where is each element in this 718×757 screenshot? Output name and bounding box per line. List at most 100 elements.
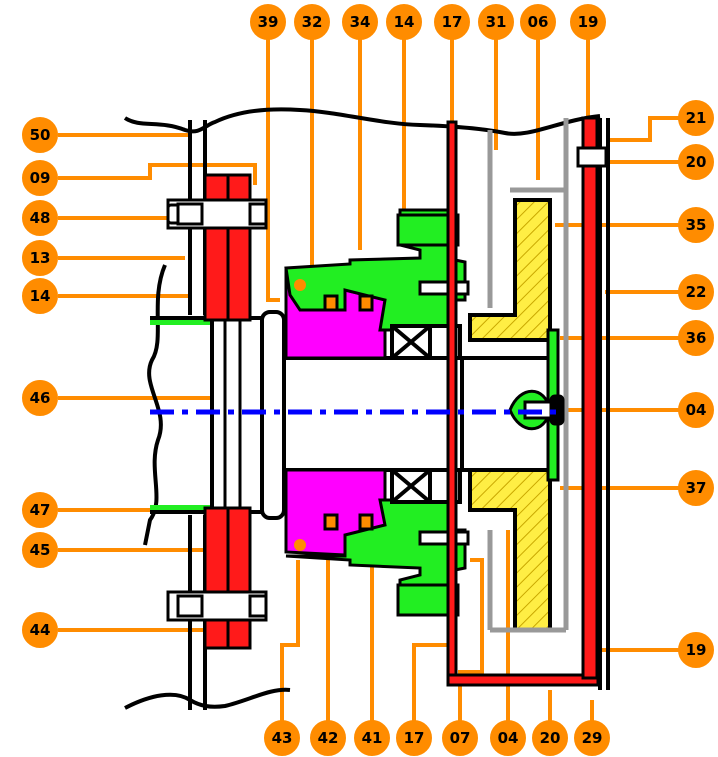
callout-label: 06 — [528, 13, 549, 31]
callout-bubble — [294, 4, 330, 40]
callout-bubble — [310, 720, 346, 756]
callout-bubble — [678, 632, 714, 668]
callout-right-19: 19 — [678, 632, 714, 668]
callout-label: 44 — [30, 621, 51, 639]
callout-right-04: 04 — [678, 392, 714, 428]
pump-casing — [446, 116, 610, 690]
callout-right-36: 36 — [678, 320, 714, 356]
callout-label: 19 — [578, 13, 599, 31]
callout-label: 14 — [394, 13, 415, 31]
callout-top-34: 34 — [342, 4, 378, 40]
callout-bubble — [264, 720, 300, 756]
callout-label: 04 — [686, 401, 707, 419]
callout-bubble — [678, 392, 714, 428]
callout-label: 29 — [582, 729, 603, 747]
callout-top-14: 14 — [386, 4, 422, 40]
callout-bubble — [386, 4, 422, 40]
callout-label: 17 — [442, 13, 463, 31]
callout-bubble — [22, 380, 58, 416]
callout-bubble — [478, 4, 514, 40]
callout-label: 13 — [30, 249, 51, 267]
callout-bubble — [678, 470, 714, 506]
callout-bubble — [678, 274, 714, 310]
callout-label: 17 — [404, 729, 425, 747]
callout-bubble — [250, 4, 286, 40]
callout-label: 41 — [362, 729, 383, 747]
callout-right-20: 20 — [678, 144, 714, 180]
callout-bottom-07: 07 — [442, 720, 478, 756]
callout-left-09: 09 — [22, 160, 58, 196]
callout-top-32: 32 — [294, 4, 330, 40]
callout-left-45: 45 — [22, 532, 58, 568]
callout-top-19: 19 — [570, 4, 606, 40]
callout-label: 36 — [686, 329, 707, 347]
callout-label: 21 — [686, 109, 707, 127]
callout-bottom-43: 43 — [264, 720, 300, 756]
callout-label: 48 — [30, 209, 51, 227]
callout-left-47: 47 — [22, 492, 58, 528]
callout-bubble — [22, 532, 58, 568]
callout-right-21: 21 — [678, 100, 714, 136]
callout-label: 31 — [486, 13, 507, 31]
callout-bubble — [434, 4, 470, 40]
callout-bubble — [22, 160, 58, 196]
callout-bubble — [22, 200, 58, 236]
callout-left-44: 44 — [22, 612, 58, 648]
callout-right-35: 35 — [678, 207, 714, 243]
callout-bubble — [570, 4, 606, 40]
callout-label: 32 — [302, 13, 323, 31]
flange-bolts — [166, 198, 268, 622]
callout-label: 43 — [272, 729, 293, 747]
callout-bubble — [396, 720, 432, 756]
callout-label: 07 — [450, 729, 471, 747]
callout-bubble — [442, 720, 478, 756]
callout-right-22: 22 — [678, 274, 714, 310]
callout-group: 39 32 34 14 17 31 06 19 50 09 48 13 14 46 47 45 44 21 20 35… — [22, 4, 714, 756]
callout-label: 09 — [30, 169, 51, 187]
callout-left-13: 13 — [22, 240, 58, 276]
callout-bubble — [490, 720, 526, 756]
callout-bubble — [678, 320, 714, 356]
callout-bottom-42: 42 — [310, 720, 346, 756]
callout-label: 50 — [30, 126, 51, 144]
callout-left-50: 50 — [22, 117, 58, 153]
callout-bubble — [22, 117, 58, 153]
callout-bubble — [22, 492, 58, 528]
callout-bubble — [22, 278, 58, 314]
callout-bottom-04: 04 — [490, 720, 526, 756]
callout-left-14: 14 — [22, 278, 58, 314]
callout-label: 22 — [686, 283, 707, 301]
callout-bubble — [574, 720, 610, 756]
callout-right-37: 37 — [678, 470, 714, 506]
callout-label: 45 — [30, 541, 51, 559]
callout-label: 47 — [30, 501, 51, 519]
callout-label: 14 — [30, 287, 51, 305]
callout-label: 04 — [498, 729, 519, 747]
callout-bubble — [678, 207, 714, 243]
callout-bubble — [354, 720, 390, 756]
callout-top-39: 39 — [250, 4, 286, 40]
callout-bubble — [22, 240, 58, 276]
callout-bubble — [342, 4, 378, 40]
callout-bubble — [678, 100, 714, 136]
callout-bubble — [678, 144, 714, 180]
callout-label: 19 — [686, 641, 707, 659]
callout-top-17: 17 — [434, 4, 470, 40]
callout-bubble — [22, 612, 58, 648]
callout-top-31: 31 — [478, 4, 514, 40]
callout-bubble — [520, 4, 556, 40]
callout-bottom-20: 20 — [532, 720, 568, 756]
callout-label: 37 — [686, 479, 707, 497]
callout-bottom-17: 17 — [396, 720, 432, 756]
callout-label: 20 — [686, 153, 707, 171]
callout-bottom-41: 41 — [354, 720, 390, 756]
callout-label: 39 — [258, 13, 279, 31]
callout-bottom-29: 29 — [574, 720, 610, 756]
callout-label: 35 — [686, 216, 707, 234]
callout-label: 34 — [350, 13, 371, 31]
callout-left-46: 46 — [22, 380, 58, 416]
callout-left-48: 48 — [22, 200, 58, 236]
callout-label: 42 — [318, 729, 339, 747]
callout-bubble — [532, 720, 568, 756]
